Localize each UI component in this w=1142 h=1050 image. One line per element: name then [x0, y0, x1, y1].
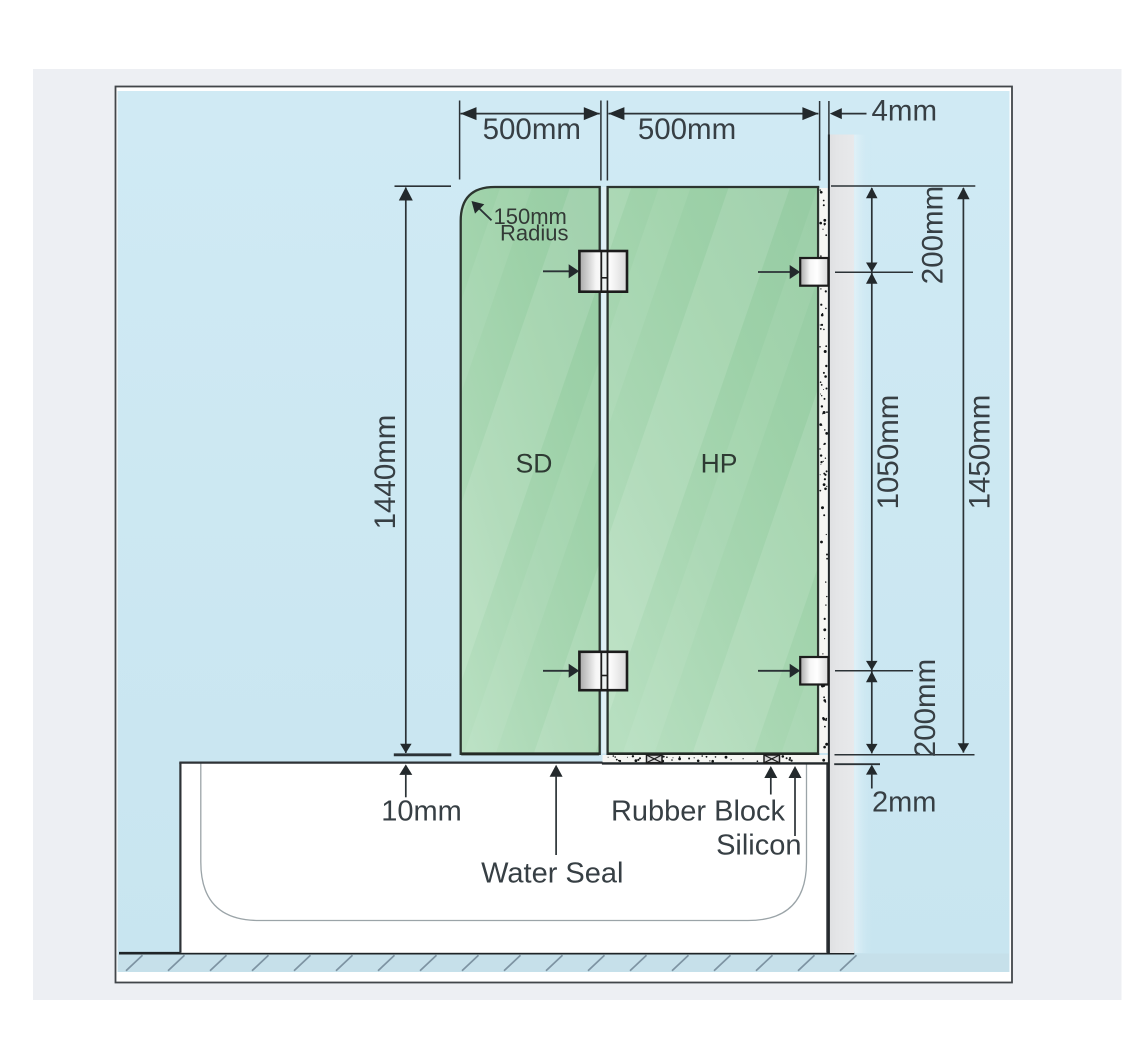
svg-text:Rubber Block: Rubber Block — [611, 795, 786, 827]
svg-text:1440mm: 1440mm — [369, 415, 402, 530]
svg-text:200mm: 200mm — [909, 659, 942, 757]
svg-text:Radius: Radius — [500, 221, 568, 246]
svg-text:4mm: 4mm — [872, 95, 938, 128]
svg-text:SD: SD — [516, 449, 553, 479]
svg-text:1050mm: 1050mm — [872, 395, 905, 510]
svg-text:200mm: 200mm — [916, 186, 949, 284]
svg-text:150mm: 150mm — [494, 204, 567, 229]
svg-text:500mm: 500mm — [638, 113, 736, 146]
svg-text:500mm: 500mm — [483, 113, 581, 146]
svg-text:2mm: 2mm — [872, 787, 936, 819]
svg-text:10mm: 10mm — [381, 795, 462, 827]
svg-text:1450mm: 1450mm — [964, 395, 997, 510]
svg-text:Water Seal: Water Seal — [481, 858, 623, 890]
svg-text:HP: HP — [701, 449, 738, 479]
svg-text:Silicon: Silicon — [716, 830, 801, 862]
